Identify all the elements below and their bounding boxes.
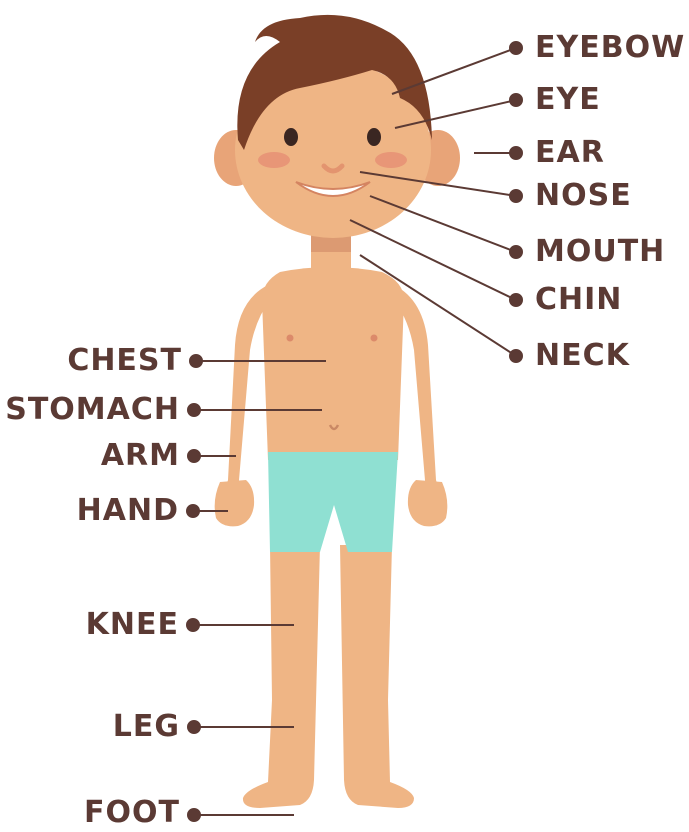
label-leg: LEG: [113, 711, 180, 743]
label-hand: HAND: [77, 495, 179, 527]
dot-foot: [188, 809, 200, 821]
dot-nose: [510, 190, 522, 202]
label-chest: CHEST: [67, 345, 182, 377]
label-nose: NOSE: [535, 180, 632, 212]
torso: [262, 267, 404, 460]
left-leg: [243, 545, 320, 808]
left-hand: [215, 480, 254, 526]
dot-ear: [510, 147, 522, 159]
right-eye: [367, 128, 381, 146]
label-neck: NECK: [535, 340, 630, 372]
right-cheek: [375, 152, 407, 168]
label-eye: EYE: [535, 84, 601, 116]
label-arm: ARM: [101, 440, 180, 472]
shorts: [268, 452, 398, 552]
label-chin: CHIN: [535, 284, 622, 316]
dot-knee: [187, 619, 199, 631]
label-knee: KNEE: [86, 609, 179, 641]
left-cheek: [258, 152, 290, 168]
dot-stomach: [188, 404, 200, 416]
dot-neck: [510, 350, 522, 362]
label-stomach: STOMACH: [5, 394, 180, 426]
label-ear: EAR: [535, 137, 605, 169]
right-nipple: [371, 335, 378, 342]
dot-mouth: [510, 246, 522, 258]
dot-chin: [510, 294, 522, 306]
dot-arm: [188, 450, 200, 462]
dot-leg: [188, 721, 200, 733]
leader-mouth: [370, 196, 516, 252]
dot-chest: [190, 355, 202, 367]
legs: [243, 545, 414, 808]
dot-hand: [187, 505, 199, 517]
right-leg: [340, 545, 414, 808]
label-eyebow: EYEBOW: [535, 32, 685, 64]
dot-eye: [510, 94, 522, 106]
label-mouth: MOUTH: [535, 236, 665, 268]
left-nipple: [287, 335, 294, 342]
left-eye: [284, 128, 298, 146]
right-hand: [408, 480, 447, 526]
label-foot: FOOT: [84, 797, 180, 829]
dot-eyebow: [510, 42, 522, 54]
